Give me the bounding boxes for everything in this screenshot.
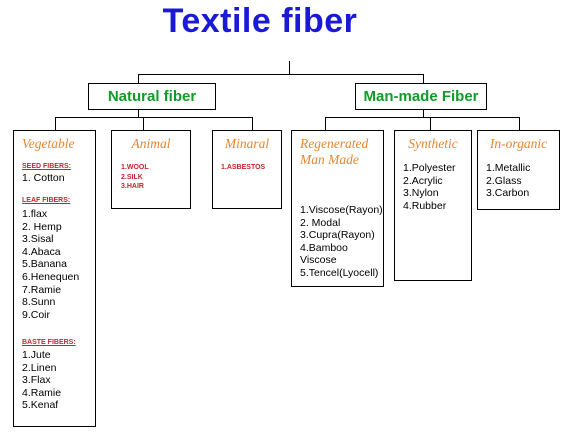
list-item: 3.HAIR <box>121 183 144 190</box>
list-item: 5.Tencel(Lyocell) <box>300 266 379 279</box>
list-item: 1.WOOL <box>121 164 149 171</box>
connector-inorganic <box>519 117 520 131</box>
seed-fibers-heading: SEED FIBERS: <box>22 163 72 170</box>
synthetic-title: Synthetic <box>408 136 458 151</box>
seed-fibers-list: 1. Cotton <box>22 172 65 185</box>
regenerated-title: Regenerated Man Made <box>292 136 383 168</box>
connector-root-bar <box>138 74 424 75</box>
connector-natural-bar <box>55 117 253 118</box>
animal-title: Animal <box>131 136 171 151</box>
list-item: 3.Sisal <box>22 233 54 246</box>
leaf-fibers-list: 1.flax 2. Hemp 3.Sisal 4.Abaca 5.Banana … <box>22 208 79 321</box>
regenerated-list: 1.Viscose(Rayon) 2. Modal 3.Cupra(Rayon)… <box>300 204 383 280</box>
synthetic-box: Synthetic 1.Polyester 2.Acrylic 3.Nylon … <box>394 130 472 281</box>
list-item: 3.Nylon <box>403 187 439 200</box>
list-item: 2.Linen <box>22 361 57 374</box>
list-item: 4.Ramie <box>22 386 62 399</box>
list-item: 2. Hemp <box>22 220 62 233</box>
regenerated-title-line1: Regenerated <box>300 136 369 151</box>
list-item: 1.flax <box>22 208 48 220</box>
list-item: 1.Jute <box>22 349 51 361</box>
inorganic-box: In-organic 1.Metallic 2.Glass 3.Carbon <box>477 130 560 210</box>
connector-animal <box>143 117 144 131</box>
inorganic-title: In-organic <box>489 136 548 151</box>
manmade-fiber-label: Man-made Fiber <box>363 88 479 105</box>
list-item: 2. Modal <box>300 216 341 229</box>
vegetable-box: Vegetable SEED FIBERS: 1. Cotton LEAF FI… <box>13 130 96 427</box>
inorganic-list: 1.Metallic 2.Glass 3.Carbon <box>486 162 530 200</box>
connector-manmade-up <box>423 74 424 83</box>
list-item: 5.Banana <box>22 258 67 271</box>
list-item: 7.Ramie <box>22 283 62 296</box>
list-item: 4.Bamboo <box>300 241 348 254</box>
list-item: 1. Cotton <box>22 172 65 184</box>
list-item: 1.Polyester <box>403 162 456 174</box>
list-item: 1.ASBESTOS <box>221 164 266 171</box>
connector-regenerated <box>325 117 326 131</box>
list-item: 6.Henequen <box>22 270 80 283</box>
connector-synthetic <box>430 117 431 131</box>
baste-fibers-list: 1.Jute 2.Linen 3.Flax 4.Ramie 5.Kenaf <box>22 349 61 412</box>
list-item: 5.Kenaf <box>22 399 59 412</box>
mineral-list: 1.ASBESTOS <box>221 163 265 173</box>
list-item: 1.Viscose(Rayon) <box>300 204 383 216</box>
mineral-box: Minaral 1.ASBESTOS <box>212 130 282 209</box>
natural-fiber-label: Natural fiber <box>107 88 197 105</box>
regenerated-title-line2: Man Made <box>300 152 359 167</box>
mineral-title: Minaral <box>224 136 270 151</box>
vegetable-title: Vegetable <box>22 136 75 151</box>
diagram-title: Textile fiber <box>162 2 358 40</box>
connector-manmade-bar <box>325 117 520 118</box>
list-item: 2.SILK <box>121 173 143 181</box>
list-item: 3.Cupra(Rayon) <box>300 229 375 242</box>
list-item: 8.Sunn <box>22 296 56 309</box>
list-item: 4.Abaca <box>22 245 61 258</box>
connector-natural-down <box>138 109 139 118</box>
list-item: 4.Rubber <box>403 199 447 212</box>
list-item: 1.Metallic <box>486 162 531 174</box>
list-item: 3.Carbon <box>486 187 530 200</box>
animal-list: 1.WOOL 2.SILK 3.HAIR <box>121 163 149 192</box>
connector-natural-up <box>138 74 139 83</box>
list-item: 2.Acrylic <box>403 174 443 187</box>
connector-mineral <box>252 117 253 131</box>
synthetic-list: 1.Polyester 2.Acrylic 3.Nylon 4.Rubber <box>403 162 456 212</box>
manmade-fiber-box: Man-made Fiber <box>355 83 487 110</box>
connector-root-stem <box>289 61 290 75</box>
baste-fibers-heading: BASTE FIBERS: <box>22 339 76 346</box>
regenerated-box: Regenerated Man Made 1.Viscose(Rayon) 2.… <box>291 130 384 287</box>
animal-box: Animal 1.WOOL 2.SILK 3.HAIR <box>111 130 191 209</box>
leaf-fibers-heading: LEAF FIBERS: <box>22 197 71 204</box>
natural-fiber-box: Natural fiber <box>88 83 216 110</box>
list-item: Viscose <box>300 254 337 267</box>
connector-manmade-down <box>423 109 424 118</box>
list-item: 3.Flax <box>22 374 51 387</box>
connector-vegetable <box>55 117 56 131</box>
list-item: 9.Coir <box>22 308 51 321</box>
list-item: 2.Glass <box>486 174 522 187</box>
